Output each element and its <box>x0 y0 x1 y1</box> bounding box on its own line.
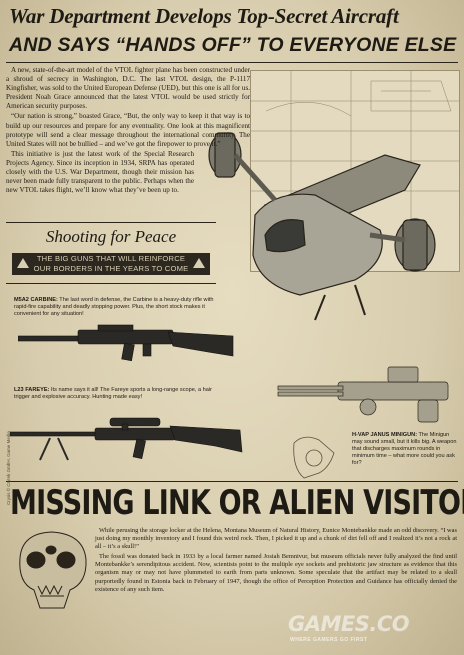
article-paragraph: A new, state-of-the-art model of the VTO… <box>6 66 251 111</box>
image-credit: Crysis © Crytek GmbH, Game Media <box>6 431 11 505</box>
weapon-description: The Minigun may sound small, but it kill… <box>352 432 457 466</box>
carbine-rifle-illustration <box>18 322 238 364</box>
minigun-sketch <box>284 428 344 488</box>
vtol-aircraft-illustration <box>205 95 460 325</box>
banner-line2: OUR BORDERS IN THE YEARS TO COME <box>33 264 189 273</box>
story-paragraph: While perusing the storage locker at the… <box>95 527 457 551</box>
weapon-carbine-text: M5A2 CARBINE: The last word in defense, … <box>14 297 224 318</box>
feature-headline: MISSING LINK OR ALIEN VISITOR? <box>10 484 464 523</box>
promo-banner: THE BIG GUNS THAT WILL REINFORCE OUR BOR… <box>12 253 210 275</box>
shooting-for-peace-section: Shooting for Peace THE BIG GUNS THAT WIL… <box>6 222 216 284</box>
story-paragraph: The fossil was donated back in 1933 by a… <box>95 553 457 593</box>
triangle-icon <box>193 258 205 268</box>
site-watermark-tagline: WHERE GAMERS GO FIRST <box>290 637 368 643</box>
weapon-fareye-text: L23 FAREYE: Its name says it all! The Fa… <box>14 387 224 401</box>
headline-line1: War Department Develops Top-Secret Aircr… <box>9 4 399 28</box>
skull-story: While perusing the storage locker at the… <box>95 527 457 596</box>
weapon-minigun-text: H-VAP JANUS MINIGUN: The Minigun may sou… <box>352 432 458 467</box>
weapon-description: Its name says it all! The Fareye sports … <box>14 387 212 400</box>
section-rule <box>6 481 458 482</box>
aircraft-article: A new, state-of-the-art model of the VTO… <box>6 66 250 196</box>
fareye-sniper-illustration <box>10 412 245 467</box>
site-watermark-logo: GAMES.CO <box>288 612 410 636</box>
weapon-description: The last word in defense, the Carbine is… <box>14 297 214 317</box>
triangle-icon <box>17 258 29 268</box>
article-paragraph: This initiative is just the latest work … <box>6 149 194 195</box>
minigun-illustration <box>268 362 458 432</box>
promo-title: Shooting for Peace <box>45 227 177 246</box>
alien-skull-illustration <box>12 528 92 613</box>
article-paragraph: “Our nation is strong,” boasted Grace, “… <box>6 112 250 148</box>
weapon-name: L23 FAREYE: <box>14 387 50 393</box>
banner-line1: THE BIG GUNS THAT WILL REINFORCE <box>36 254 186 263</box>
headline-line2: AND SAYS “HANDS OFF” TO EVERYONE ELSE <box>9 34 457 56</box>
weapon-name: M5A2 CARBINE: <box>14 297 58 303</box>
weapon-name: H-VAP JANUS MINIGUN: <box>352 432 418 438</box>
headline-rule <box>6 62 458 63</box>
